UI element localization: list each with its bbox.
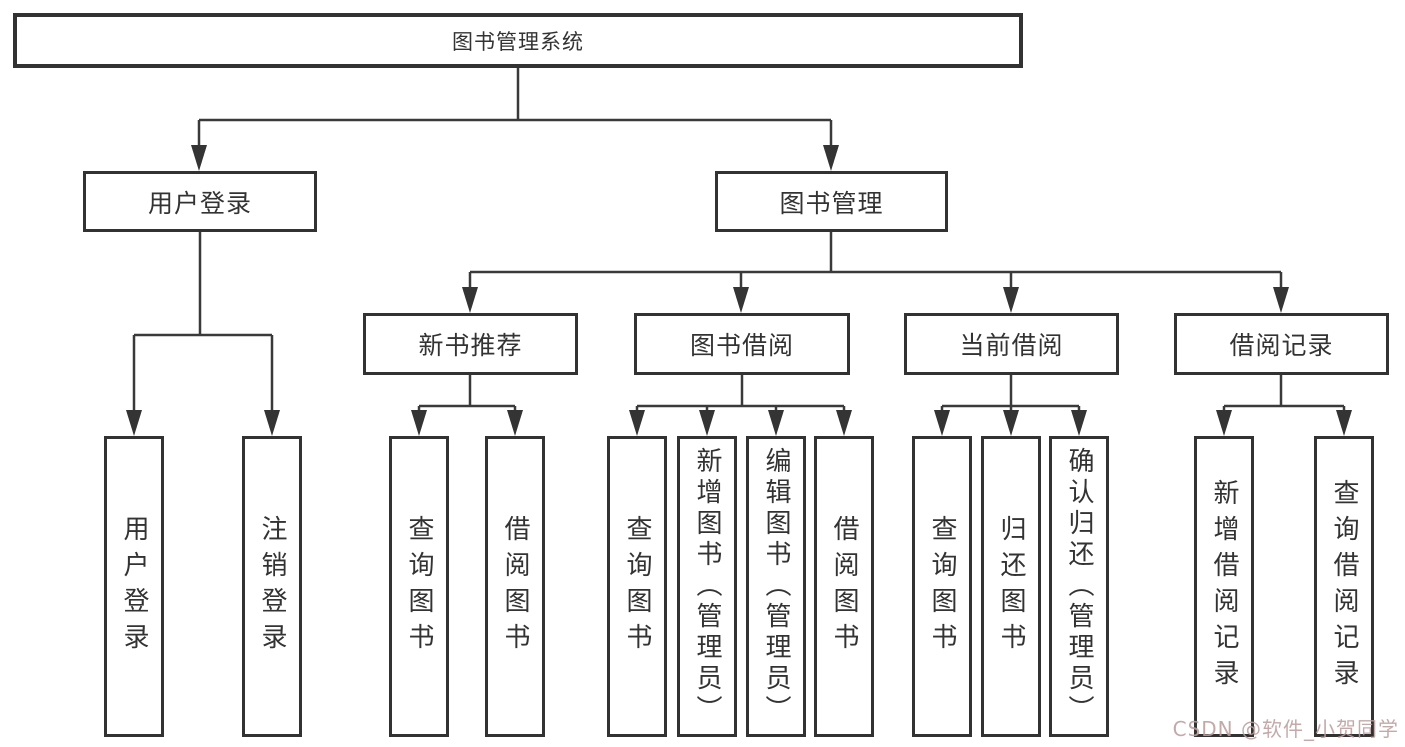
leaf-add-borrow-record: 新增借阅记录 (1194, 436, 1254, 737)
arrowhead (1071, 410, 1087, 436)
node-library-management-system: 图书管理系统 (13, 13, 1023, 68)
node-book-borrowing: 图书借阅 (634, 313, 850, 375)
arrowhead (1273, 287, 1289, 313)
leaf-add-book-admin: 新增图书（管理员） (677, 436, 737, 737)
arrowhead (823, 145, 839, 171)
node-borrowing-records: 借阅记录 (1174, 313, 1389, 375)
connector-book-mgmt-to-level3 (462, 232, 1289, 313)
node-current-borrowing: 当前借阅 (904, 313, 1119, 375)
arrowhead (1003, 410, 1019, 436)
arrowhead (629, 410, 645, 436)
connector-book-borrow-to-leaves (629, 375, 852, 436)
leaf-query-books-current: 查询图书 (912, 436, 972, 737)
leaf-return-books: 归还图书 (981, 436, 1041, 737)
leaf-query-borrow-record: 查询借阅记录 (1314, 436, 1374, 737)
arrowhead (699, 410, 715, 436)
arrowhead (411, 410, 427, 436)
arrowhead (768, 410, 784, 436)
leaf-borrow-books: 借阅图书 (814, 436, 874, 737)
arrowhead (934, 410, 950, 436)
arrowhead (462, 287, 478, 313)
connector-new-book-rec-to-leaves (411, 375, 523, 436)
node-book-management: 图书管理 (715, 171, 948, 232)
node-user-login: 用户登录 (83, 171, 317, 232)
connector-root-to-level2 (191, 68, 839, 171)
arrowhead (126, 410, 142, 436)
arrowhead (1003, 287, 1019, 313)
arrowhead (733, 287, 749, 313)
arrowhead (1336, 410, 1352, 436)
arrowhead (507, 410, 523, 436)
leaf-borrow-books-recommend: 借阅图书 (485, 436, 545, 737)
leaf-user-login: 用户登录 (104, 436, 164, 737)
arrowhead (1216, 410, 1232, 436)
connector-current-borrow-to-leaves (934, 375, 1087, 436)
connector-user-login-to-leaves (126, 232, 280, 436)
leaf-confirm-return-admin: 确认归还（管理员） (1049, 436, 1109, 737)
leaf-query-books-borrowing: 查询图书 (607, 436, 667, 737)
arrowhead (191, 145, 207, 171)
node-new-book-recommend: 新书推荐 (363, 313, 578, 375)
leaf-query-books-recommend: 查询图书 (389, 436, 449, 737)
connector-borrow-records-to-leaves (1216, 375, 1352, 436)
arrowhead (836, 410, 852, 436)
leaf-edit-book-admin: 编辑图书（管理员） (746, 436, 806, 737)
csdn-watermark: CSDN @软件_小贺同学 (1172, 717, 1399, 741)
arrowhead (264, 410, 280, 436)
leaf-logout: 注销登录 (242, 436, 302, 737)
